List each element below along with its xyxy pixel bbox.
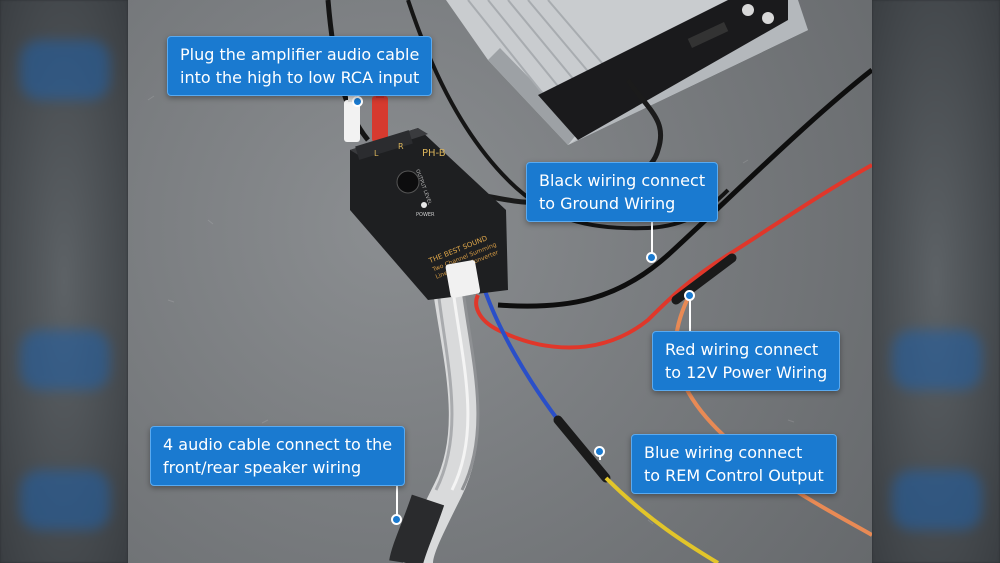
blur-blob [20, 470, 110, 530]
audio-cable-bundle [389, 287, 480, 563]
right-blur-panel [872, 0, 1000, 563]
output-level-knob [396, 170, 420, 194]
callout-line: Black wiring connect [539, 171, 706, 190]
blue-heat-shrink [553, 415, 611, 483]
converter-device: L R PH-B OUTPUT LEVEL POWER THE BEST SOU… [350, 128, 508, 300]
red-power-wire [474, 163, 872, 350]
audio-marker-dot [391, 514, 402, 525]
callout-audio-cable: 4 audio cable connect to the front/rear … [150, 426, 406, 486]
device-brand: PH-B [422, 148, 446, 159]
wire-connector [445, 260, 481, 298]
callout-black-wiring: Black wiring connect to Ground Wiring [526, 162, 719, 222]
callout-line: to 12V Power Wiring [665, 363, 828, 382]
yellow-wire [604, 476, 720, 563]
callout-line: Red wiring connect [665, 340, 819, 359]
blur-blob [892, 470, 982, 530]
photo-illustration: L R PH-B OUTPUT LEVEL POWER THE BEST SOU… [147, 0, 872, 563]
black-marker-dot [646, 252, 657, 263]
callout-line: to REM Control Output [644, 466, 824, 485]
blur-blob [20, 40, 110, 100]
audio-leader [396, 485, 398, 519]
blur-blob [892, 330, 982, 390]
device-label-r: R [398, 142, 404, 151]
rca-marker-dot [352, 96, 363, 107]
led-label: POWER [416, 212, 435, 218]
blur-blob [20, 330, 110, 390]
callout-line: to Ground Wiring [539, 194, 676, 213]
callout-line: front/rear speaker wiring [163, 458, 362, 477]
callout-red-wiring: Red wiring connect to 12V Power Wiring [652, 331, 841, 391]
amplifier [446, 0, 808, 145]
left-blur-panel [0, 0, 128, 563]
power-led [421, 202, 427, 208]
blue-marker-dot [594, 446, 605, 457]
callout-line: Blue wiring connect [644, 443, 803, 462]
callout-line: 4 audio cable connect to the [163, 435, 393, 454]
callout-rca-input: Plug the amplifier audio cable into the … [167, 36, 433, 96]
red-marker-dot [684, 290, 695, 301]
callout-line: Plug the amplifier audio cable [180, 45, 420, 64]
black-ground-wire [497, 68, 872, 309]
callout-blue-wiring: Blue wiring connect to REM Control Outpu… [631, 434, 837, 494]
callout-line: into the high to low RCA input [180, 68, 420, 87]
device-label-l: L [374, 149, 379, 158]
red-leader [689, 296, 691, 332]
black-leader [651, 222, 653, 258]
blue-rem-wire [481, 284, 560, 422]
